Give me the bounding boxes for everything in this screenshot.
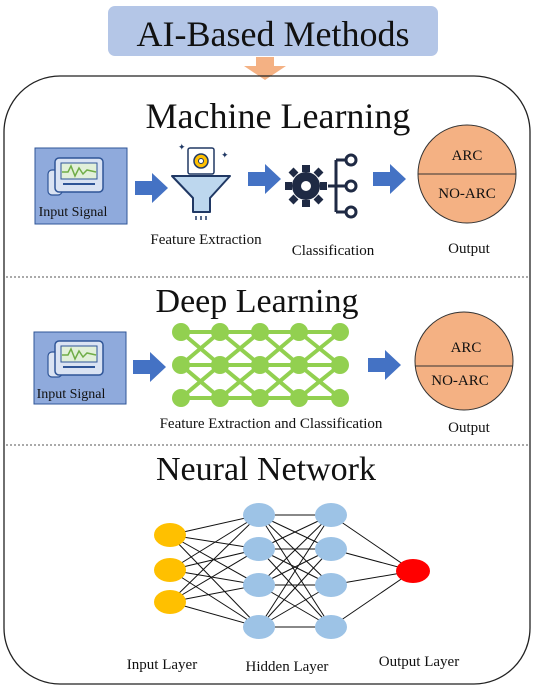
classification-gear-icon xyxy=(285,153,358,219)
ml-section-title: Machine Learning xyxy=(146,96,411,136)
dl-node xyxy=(290,389,308,407)
dl-node xyxy=(251,389,269,407)
monitor-icon xyxy=(47,157,104,196)
svg-text:✦: ✦ xyxy=(221,151,229,161)
ml-output-no-arc: NO-ARC xyxy=(438,186,496,202)
nn-hidden-node xyxy=(315,537,347,561)
nn-connection xyxy=(169,534,260,628)
dl-node xyxy=(211,323,229,341)
dl-input-label: Input Signal xyxy=(37,387,106,402)
dl-node xyxy=(211,389,229,407)
down-arrow-icon xyxy=(244,57,286,80)
dl-node xyxy=(331,389,349,407)
nn-connection xyxy=(258,514,332,628)
nn-hidden-node xyxy=(243,615,275,639)
dl-node xyxy=(290,356,308,374)
nn-connection xyxy=(330,570,414,628)
nn-hidden-node xyxy=(243,573,275,597)
right-arrow-icon xyxy=(133,352,166,382)
right-arrow-icon xyxy=(135,173,168,203)
title-box: AI-Based Methods xyxy=(108,6,438,56)
nn-input-node xyxy=(154,523,186,547)
dl-input-signal-box: Input Signal xyxy=(33,331,127,405)
nn-connection xyxy=(330,514,414,572)
nn-hidden-node xyxy=(243,503,275,527)
ml-output-circle: ARC NO-ARC xyxy=(417,124,517,224)
svg-text:✦: ✦ xyxy=(178,143,186,153)
dl-node xyxy=(290,323,308,341)
dl-node xyxy=(331,356,349,374)
nn-hidden-node xyxy=(243,537,275,561)
methods-container xyxy=(3,75,531,685)
nn-connection xyxy=(169,514,260,571)
right-arrow-icon xyxy=(368,350,401,380)
dl-network-label: Feature Extraction and Classification xyxy=(160,416,383,432)
dl-network xyxy=(172,323,349,407)
nn-hidden-node xyxy=(315,503,347,527)
dl-output-arc: ARC xyxy=(451,340,482,356)
dl-output-label: Output xyxy=(448,420,491,436)
nn-connection xyxy=(258,548,332,628)
monitor-icon xyxy=(47,340,104,378)
ml-feature-label: Feature Extraction xyxy=(150,232,262,248)
nn-connection xyxy=(169,569,260,628)
nn-hidden-node xyxy=(315,615,347,639)
funnel-gear-icon: ✦ ✦ xyxy=(171,143,231,220)
page-title: AI-Based Methods xyxy=(137,14,410,54)
nn-hidden-layer-label: Hidden Layer xyxy=(246,659,329,675)
ml-input-signal-box: Input Signal xyxy=(34,147,128,225)
nn-hidden-node xyxy=(315,573,347,597)
nn-output-node xyxy=(396,559,430,583)
right-arrow-icon xyxy=(373,164,406,194)
title-box-background xyxy=(108,6,438,56)
dl-node xyxy=(172,389,190,407)
dl-node xyxy=(251,356,269,374)
dl-node xyxy=(172,356,190,374)
nn-connection xyxy=(169,548,260,603)
ml-input-label: Input Signal xyxy=(39,205,108,220)
dl-output-circle: ARC NO-ARC xyxy=(414,311,514,411)
dl-node xyxy=(172,323,190,341)
nn-network xyxy=(154,503,430,639)
nn-section-title: Neural Network xyxy=(156,451,376,488)
dl-node xyxy=(211,356,229,374)
dl-node xyxy=(331,323,349,341)
nn-input-node xyxy=(154,558,186,582)
dl-output-no-arc: NO-ARC xyxy=(431,373,489,389)
nn-connection xyxy=(258,514,332,586)
dl-section-title: Deep Learning xyxy=(156,283,359,320)
nn-connection xyxy=(169,514,260,603)
nn-input-node xyxy=(154,590,186,614)
ml-classification-label: Classification xyxy=(292,243,375,259)
nn-output-layer-label: Output Layer xyxy=(379,654,459,670)
ml-output-arc: ARC xyxy=(452,148,483,164)
nn-input-layer-label: Input Layer xyxy=(127,657,197,673)
ml-output-label: Output xyxy=(448,241,491,257)
dl-node xyxy=(251,323,269,341)
right-arrow-icon xyxy=(248,164,281,194)
